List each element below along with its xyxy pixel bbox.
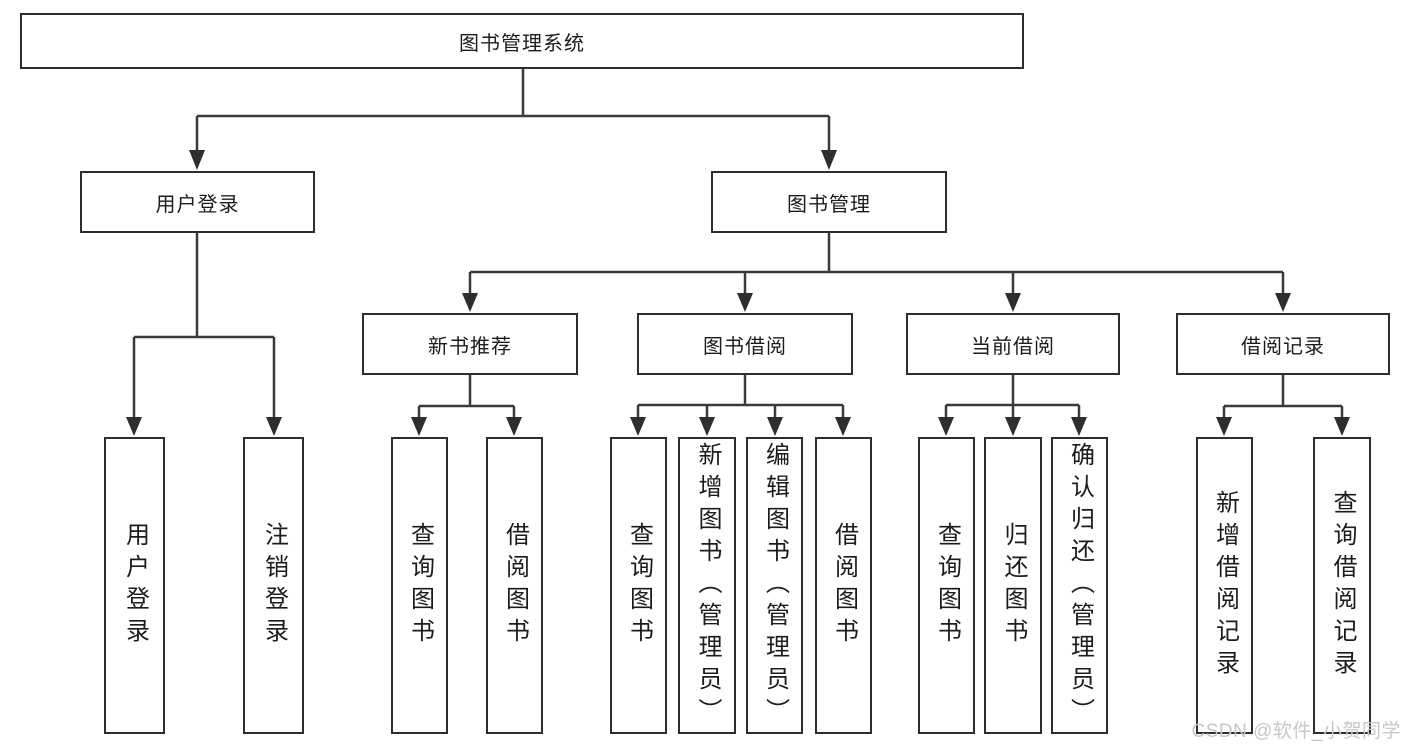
leaf-add-books-admin: 新增图书（管理员） [678, 437, 736, 734]
leaf-edit-books-admin: 编辑图书（管理员） [746, 437, 803, 734]
node-label: 当前借阅 [971, 335, 1055, 358]
node-label: 注销登录 [260, 521, 288, 650]
node-label: 用户登录 [155, 193, 240, 216]
leaf-user-login: 用户登录 [104, 437, 165, 734]
leaf-borrow-books: 借阅图书 [815, 437, 872, 734]
node-label: 确认归还（管理员） [1066, 441, 1094, 730]
leaf-query-books-borrow: 查询图书 [610, 437, 667, 734]
leaf-logout: 注销登录 [243, 437, 304, 734]
node-root-system: 图书管理系统 [20, 13, 1024, 69]
node-label: 新增借阅记录 [1211, 489, 1239, 682]
leaf-return-books: 归还图书 [984, 437, 1042, 734]
node-new-book-recommend: 新书推荐 [362, 313, 578, 375]
leaf-query-books-recommend: 查询图书 [391, 437, 448, 734]
node-label: 借阅记录 [1241, 335, 1325, 358]
node-label: 新增图书（管理员） [694, 441, 721, 730]
leaf-add-borrow-record: 新增借阅记录 [1196, 437, 1253, 734]
node-label: 查询借阅记录 [1329, 489, 1356, 682]
node-label: 图书借阅 [703, 335, 787, 358]
node-label: 归还图书 [1000, 521, 1027, 650]
leaf-borrow-books-recommend: 借阅图书 [486, 437, 543, 734]
node-label: 查询图书 [406, 521, 434, 650]
node-label: 编辑图书（管理员） [761, 441, 789, 730]
node-label: 新书推荐 [428, 335, 512, 358]
node-label: 图书管理系统 [459, 32, 585, 55]
node-book-borrowing: 图书借阅 [637, 313, 853, 375]
node-label: 用户登录 [121, 521, 149, 650]
node-label: 借阅图书 [501, 521, 529, 650]
csdn-watermark: CSDN @软件_小贺同学 [1191, 721, 1401, 742]
leaf-query-books-current: 查询图书 [918, 437, 975, 734]
node-label: 借阅图书 [830, 521, 858, 650]
node-current-borrowing: 当前借阅 [906, 313, 1120, 375]
leaf-query-borrow-record: 查询借阅记录 [1313, 437, 1371, 734]
node-label: 查询图书 [933, 521, 961, 650]
node-label: 图书管理 [787, 193, 871, 216]
leaf-confirm-return-admin: 确认归还（管理员） [1051, 437, 1108, 734]
node-user-login: 用户登录 [80, 171, 315, 233]
node-book-management: 图书管理 [711, 171, 947, 233]
node-borrowing-records: 借阅记录 [1176, 313, 1390, 375]
node-label: 查询图书 [625, 521, 653, 650]
